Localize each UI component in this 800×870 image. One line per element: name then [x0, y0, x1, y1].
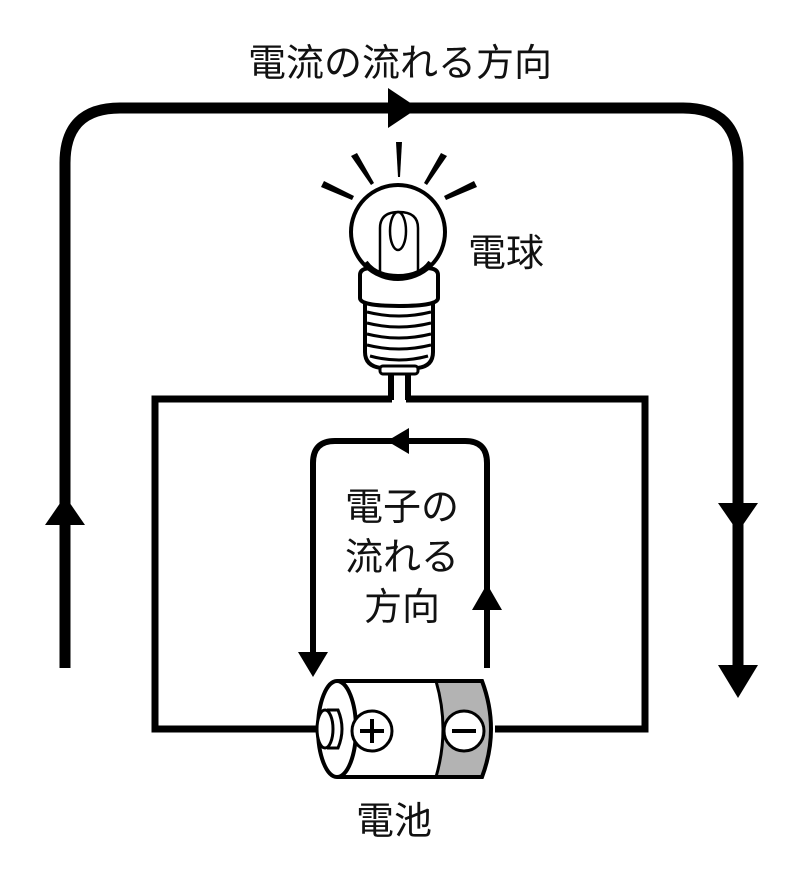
circuit-wire [151, 395, 649, 733]
electron-arrow-right [472, 584, 502, 610]
negative-terminal-icon [442, 709, 486, 753]
battery-icon [315, 679, 493, 779]
light-rays [321, 142, 477, 200]
electron-direction-label: 電子の 流れる 方向 [322, 482, 482, 632]
current-arrow-top [388, 88, 418, 128]
current-arrow-right-lower [718, 665, 758, 698]
electron-label-line-2: 流れる [344, 535, 459, 579]
battery-label: 電池 [356, 799, 433, 843]
electron-arrow-top [387, 428, 409, 454]
current-arrow-left [45, 496, 85, 525]
electron-label-line-1: 電子の [344, 485, 459, 529]
light-bulb-icon [321, 142, 477, 400]
electron-arrow-left [298, 652, 328, 677]
current-arrow-right-upper [718, 503, 758, 532]
current-direction-title: 電流の流れる方向 [247, 41, 552, 85]
positive-terminal-icon [350, 709, 394, 753]
electron-label-line-3: 方向 [363, 585, 440, 629]
bulb-label: 電球 [468, 231, 545, 275]
